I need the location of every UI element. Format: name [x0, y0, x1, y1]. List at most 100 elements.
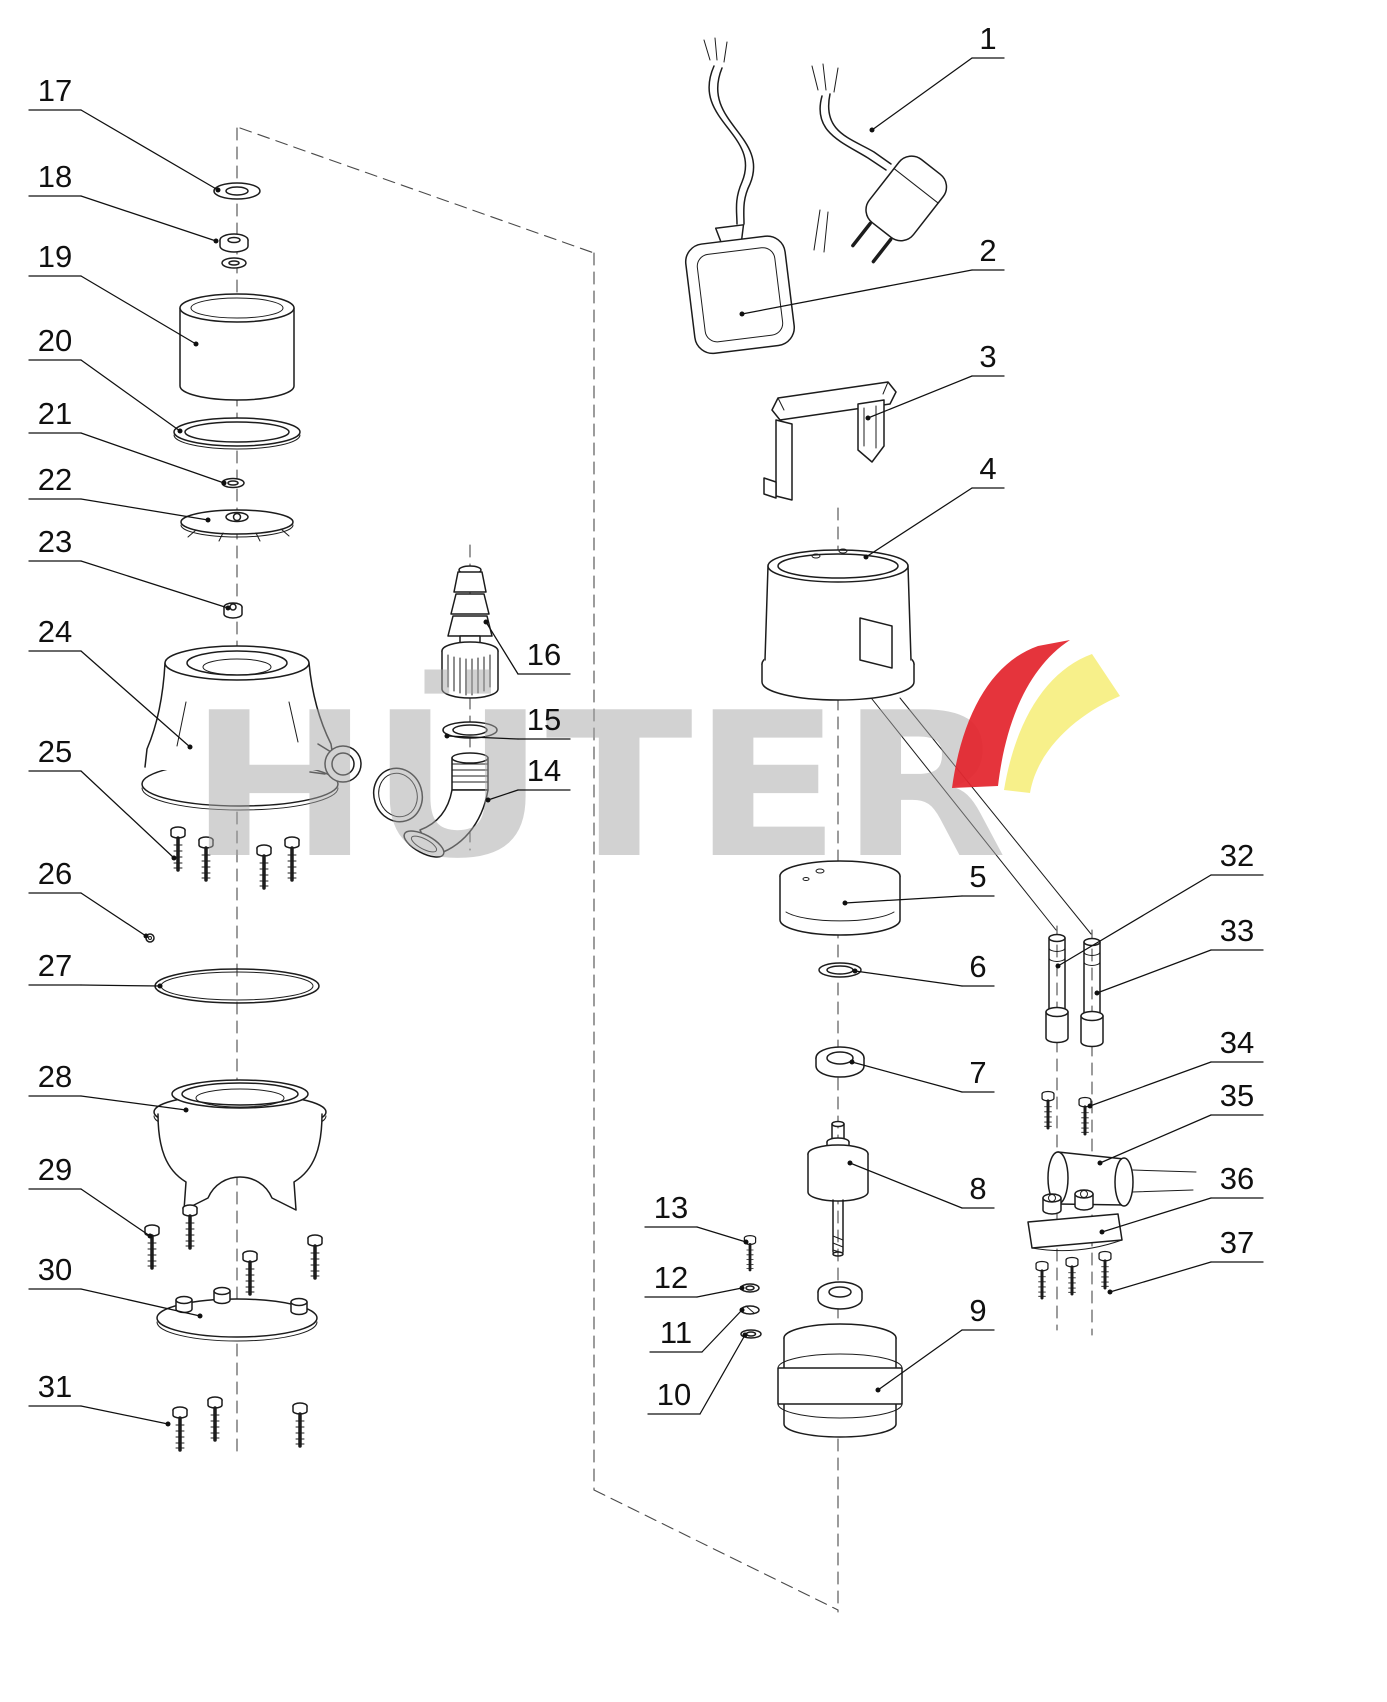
part-34-screws	[1040, 1089, 1093, 1136]
part-32-electrode	[1045, 933, 1069, 1044]
part-6-seal-ring	[818, 962, 862, 978]
svg-text:31: 31	[38, 1369, 72, 1404]
part-4-motor-housing	[761, 548, 915, 701]
svg-text:23: 23	[38, 524, 72, 559]
callout-37: 37	[1107, 1225, 1264, 1295]
part-8-rotor-shaft	[807, 1120, 869, 1257]
callout-15: 15	[444, 702, 571, 740]
callout-17: 17	[28, 73, 221, 193]
svg-text:19: 19	[38, 239, 72, 274]
part-28-strainer-housing	[153, 1079, 327, 1211]
callout-12: 12	[644, 1260, 745, 1298]
callout-29: 29	[28, 1152, 153, 1239]
callout-13: 13	[644, 1190, 749, 1245]
callout-14: 14	[485, 753, 571, 803]
svg-text:35: 35	[1220, 1078, 1254, 1113]
callout-6: 6	[852, 949, 995, 987]
svg-text:13: 13	[654, 1190, 688, 1225]
part-3-bracket	[763, 381, 897, 501]
callout-25: 25	[28, 734, 177, 861]
part-20-flat-ring	[173, 417, 301, 450]
part-33-electrode	[1080, 937, 1104, 1048]
part-29-base-screws	[143, 1203, 324, 1296]
callout-1: 1	[869, 21, 1005, 133]
part-7-bearing	[815, 1046, 865, 1078]
callout-18: 18	[28, 159, 219, 244]
svg-text:12: 12	[654, 1260, 688, 1295]
callout-8: 8	[847, 1160, 995, 1209]
svg-text:26: 26	[38, 856, 72, 891]
callout-2: 2	[739, 233, 1005, 317]
svg-text:9: 9	[969, 1293, 986, 1328]
part-15-washer	[442, 721, 498, 739]
svg-text:36: 36	[1220, 1161, 1254, 1196]
svg-text:18: 18	[38, 159, 72, 194]
svg-text:14: 14	[527, 753, 561, 788]
svg-text:29: 29	[38, 1152, 72, 1187]
right-exploded-stack	[684, 37, 948, 1438]
callout-30: 30	[28, 1252, 203, 1319]
svg-text:6: 6	[969, 949, 986, 984]
svg-text:25: 25	[38, 734, 72, 769]
callout-16: 16	[483, 619, 571, 675]
part-15-o-ring	[372, 767, 424, 823]
callouts-layer: 1234567891011121314151617181920212223242…	[28, 21, 1264, 1427]
callout-20: 20	[28, 323, 183, 434]
callout-33: 33	[1094, 913, 1264, 996]
part-9-stator-housing	[777, 1323, 903, 1438]
callout-24: 24	[28, 614, 193, 750]
svg-text:30: 30	[38, 1252, 72, 1287]
callout-32: 32	[1055, 838, 1264, 969]
part-5-end-cap	[779, 860, 901, 936]
svg-text:37: 37	[1220, 1225, 1254, 1260]
part-23-shaft-nut	[223, 602, 243, 619]
callout-31: 31	[28, 1369, 171, 1427]
part-16-hose-adapter	[441, 565, 499, 699]
svg-text:16: 16	[527, 637, 561, 672]
part-35-capacitor	[1047, 1151, 1197, 1207]
callout-35: 35	[1097, 1078, 1264, 1166]
part-14-elbow-fitting	[403, 752, 489, 858]
callout-4: 4	[863, 451, 1005, 560]
svg-text:32: 32	[1220, 838, 1254, 873]
callout-22: 22	[28, 462, 211, 523]
logo-swoosh-red	[952, 640, 1070, 788]
callout-7: 7	[849, 1055, 995, 1093]
svg-text:27: 27	[38, 948, 72, 983]
callout-36: 36	[1099, 1161, 1264, 1235]
callout-21: 21	[28, 396, 227, 486]
svg-text:7: 7	[969, 1055, 986, 1090]
left-exploded-stack	[141, 182, 362, 1452]
watermark: HÜTER	[189, 640, 1120, 903]
part-31-bottom-screws	[171, 1395, 309, 1452]
callout-19: 19	[28, 239, 199, 347]
callout-26: 26	[28, 856, 149, 939]
part-1-power-cord-plug	[703, 37, 948, 264]
svg-text:2: 2	[979, 233, 996, 268]
svg-text:33: 33	[1220, 913, 1254, 948]
svg-text:15: 15	[527, 702, 561, 737]
part-19-motor-can	[179, 293, 295, 401]
svg-text:4: 4	[979, 451, 996, 486]
svg-text:34: 34	[1220, 1025, 1254, 1060]
callout-3: 3	[865, 339, 1005, 421]
part-22-impeller	[180, 509, 294, 542]
middle-fittings	[372, 565, 499, 858]
svg-text:28: 28	[38, 1059, 72, 1094]
svg-text:5: 5	[969, 859, 986, 894]
svg-text:8: 8	[969, 1171, 986, 1206]
part-18-nuts	[219, 233, 249, 269]
svg-text:1: 1	[979, 21, 996, 56]
svg-text:17: 17	[38, 73, 72, 108]
part-37-screws	[1034, 1249, 1113, 1300]
logo-swoosh-yellow	[1004, 654, 1120, 793]
callout-23: 23	[28, 524, 231, 611]
svg-text:22: 22	[38, 462, 72, 497]
svg-text:3: 3	[979, 339, 996, 374]
part-2-float-switch	[684, 224, 796, 355]
callout-11: 11	[649, 1307, 745, 1353]
part-30-base-plate	[156, 1286, 318, 1342]
svg-text:10: 10	[657, 1377, 691, 1412]
callout-28: 28	[28, 1059, 189, 1113]
